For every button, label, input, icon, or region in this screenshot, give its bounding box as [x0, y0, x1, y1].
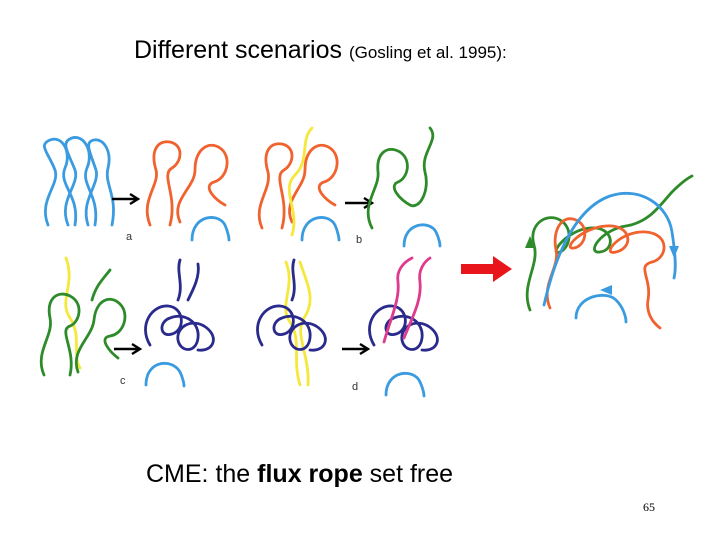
panel-d-before: [256, 258, 327, 387]
panel-d-arrow: [342, 342, 371, 356]
slide-caption: CME: the flux rope set free: [146, 460, 453, 489]
caption-prefix: CME: the: [146, 460, 258, 488]
panel-label-c: c: [120, 375, 126, 387]
panel-c-before: [39, 256, 127, 377]
flux-rope-arrowhead: [525, 236, 535, 248]
panel-c-arrow: [114, 342, 143, 356]
flux-rope-panel: [525, 174, 694, 330]
panel-b-after: [366, 126, 442, 248]
title-main: Different scenarios: [134, 36, 342, 64]
caption-suffix: set free: [362, 460, 454, 488]
panel-label-d: d: [352, 381, 358, 393]
panel-b-before: [257, 126, 341, 242]
panel-a-after: [145, 140, 231, 242]
panel-b: b: [257, 126, 442, 248]
panel-a-before: [43, 136, 115, 227]
panel-c-after: [144, 258, 215, 388]
panel-b-arrow: [345, 196, 375, 210]
panel-label-b: b: [356, 234, 362, 246]
red-transition-arrow: [461, 256, 512, 282]
panel-a-arrow: [112, 192, 141, 206]
slide-title: Different scenarios (Gosling et al. 1995…: [134, 36, 507, 65]
flux-rope-arrowhead: [669, 246, 679, 258]
panel-d-after: [368, 256, 439, 398]
flux-rope-arrowhead: [600, 285, 612, 295]
panel-a: a: [43, 136, 231, 243]
panel-c: c: [39, 256, 215, 388]
panel-label-a: a: [126, 231, 133, 243]
title-reference: (Gosling et al. 1995):: [348, 43, 507, 62]
caption-bold-term: flux rope: [257, 460, 363, 488]
page-number: 65: [643, 500, 655, 514]
panel-d: d: [256, 256, 439, 398]
